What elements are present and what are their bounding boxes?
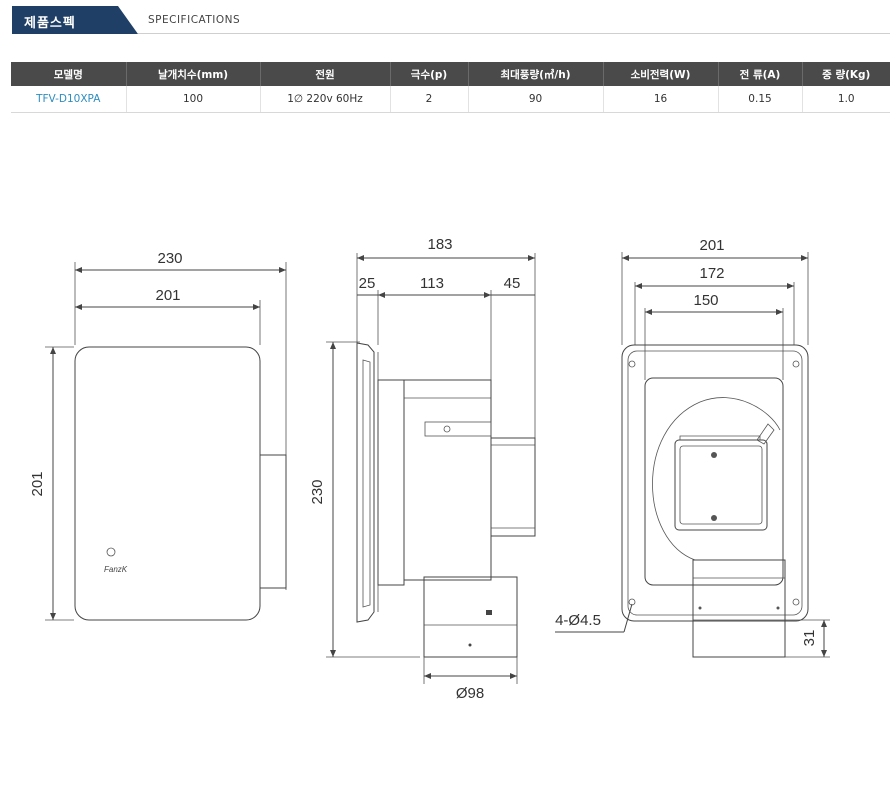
col-power: 전원 <box>260 62 391 86</box>
cell-current: 0.15 <box>718 86 803 113</box>
side-d3-label: 45 <box>504 275 521 292</box>
header: 제품스펙 SPECIFICATIONS <box>0 0 890 38</box>
col-model: 모델명 <box>11 62 127 86</box>
back-frame <box>621 344 809 622</box>
front-height-label: 201 <box>29 471 46 496</box>
side-grille <box>356 342 375 623</box>
col-consumption: 소비전력(W) <box>603 62 719 86</box>
back-offset-label: 31 <box>801 630 818 647</box>
section-tab: 제품스펙 <box>12 6 138 34</box>
cell-weight: 1.0 <box>802 86 890 113</box>
tab-shape <box>12 6 138 34</box>
side-view: 183 25 113 45 230 Ø98 <box>309 236 536 702</box>
col-poles: 극수(p) <box>390 62 469 86</box>
duct-diameter-label: Ø98 <box>456 685 484 702</box>
side-d2-label: 113 <box>420 275 444 292</box>
side-body <box>403 379 492 581</box>
tab-label: 제품스펙 <box>24 16 76 31</box>
front-width-inner-label: 201 <box>155 287 180 304</box>
cell-consumption: 16 <box>603 86 719 113</box>
cell-model: TFV-D10XPA <box>11 86 127 113</box>
side-d1-label: 25 <box>359 275 376 292</box>
cell-power: 1∅ 220v 60Hz <box>260 86 391 113</box>
back-w1-label: 201 <box>699 237 724 254</box>
col-weight: 중 량(Kg) <box>802 62 890 86</box>
back-housing <box>644 377 784 586</box>
cell-max-airflow: 90 <box>468 86 604 113</box>
table-row: TFV-D10XPA 100 1∅ 220v 60Hz 2 90 16 0.15… <box>11 86 890 113</box>
front-view: 230 201 201 FanzK <box>29 250 287 621</box>
cell-blade-size: 100 <box>126 86 261 113</box>
tab-subtitle: SPECIFICATIONS <box>148 14 241 26</box>
back-w3-label: 150 <box>693 292 718 309</box>
back-w2-label: 172 <box>699 265 724 282</box>
specs-header-row: 모델명 날개치수(mm) 전원 극수(p) 최대풍량(㎥/h) 소비전력(W) … <box>11 62 890 86</box>
col-current: 전 류(A) <box>718 62 803 86</box>
holes-label: 4-Ø4.5 <box>555 612 601 629</box>
side-depth-total-label: 183 <box>427 236 452 253</box>
mount-hole-icon <box>792 598 800 606</box>
mount-hole-icon <box>792 360 800 368</box>
specs-table: 모델명 날개치수(mm) 전원 극수(p) 최대풍량(㎥/h) 소비전력(W) … <box>11 62 890 113</box>
indicator-led-icon <box>106 547 116 557</box>
mount-hole-icon <box>628 360 636 368</box>
side-bracket <box>424 421 492 437</box>
side-body-flange <box>377 379 405 586</box>
header-rule <box>138 33 890 34</box>
cell-poles: 2 <box>390 86 469 113</box>
side-height-label: 230 <box>309 479 326 504</box>
front-body-stub <box>259 454 287 589</box>
front-width-outer-label: 230 <box>157 250 182 267</box>
brand-logo: FanzK <box>104 565 128 574</box>
front-panel <box>74 346 261 621</box>
col-blade-size: 날개치수(mm) <box>126 62 261 86</box>
motor-plate <box>674 439 768 531</box>
fan-scroll <box>652 397 781 561</box>
back-duct <box>692 559 786 658</box>
back-view: 201 172 150 31 4-Ø4.5 <box>555 237 830 658</box>
side-motor <box>490 437 536 537</box>
side-duct <box>423 576 518 658</box>
col-max-airflow: 최대풍량(㎥/h) <box>468 62 604 86</box>
